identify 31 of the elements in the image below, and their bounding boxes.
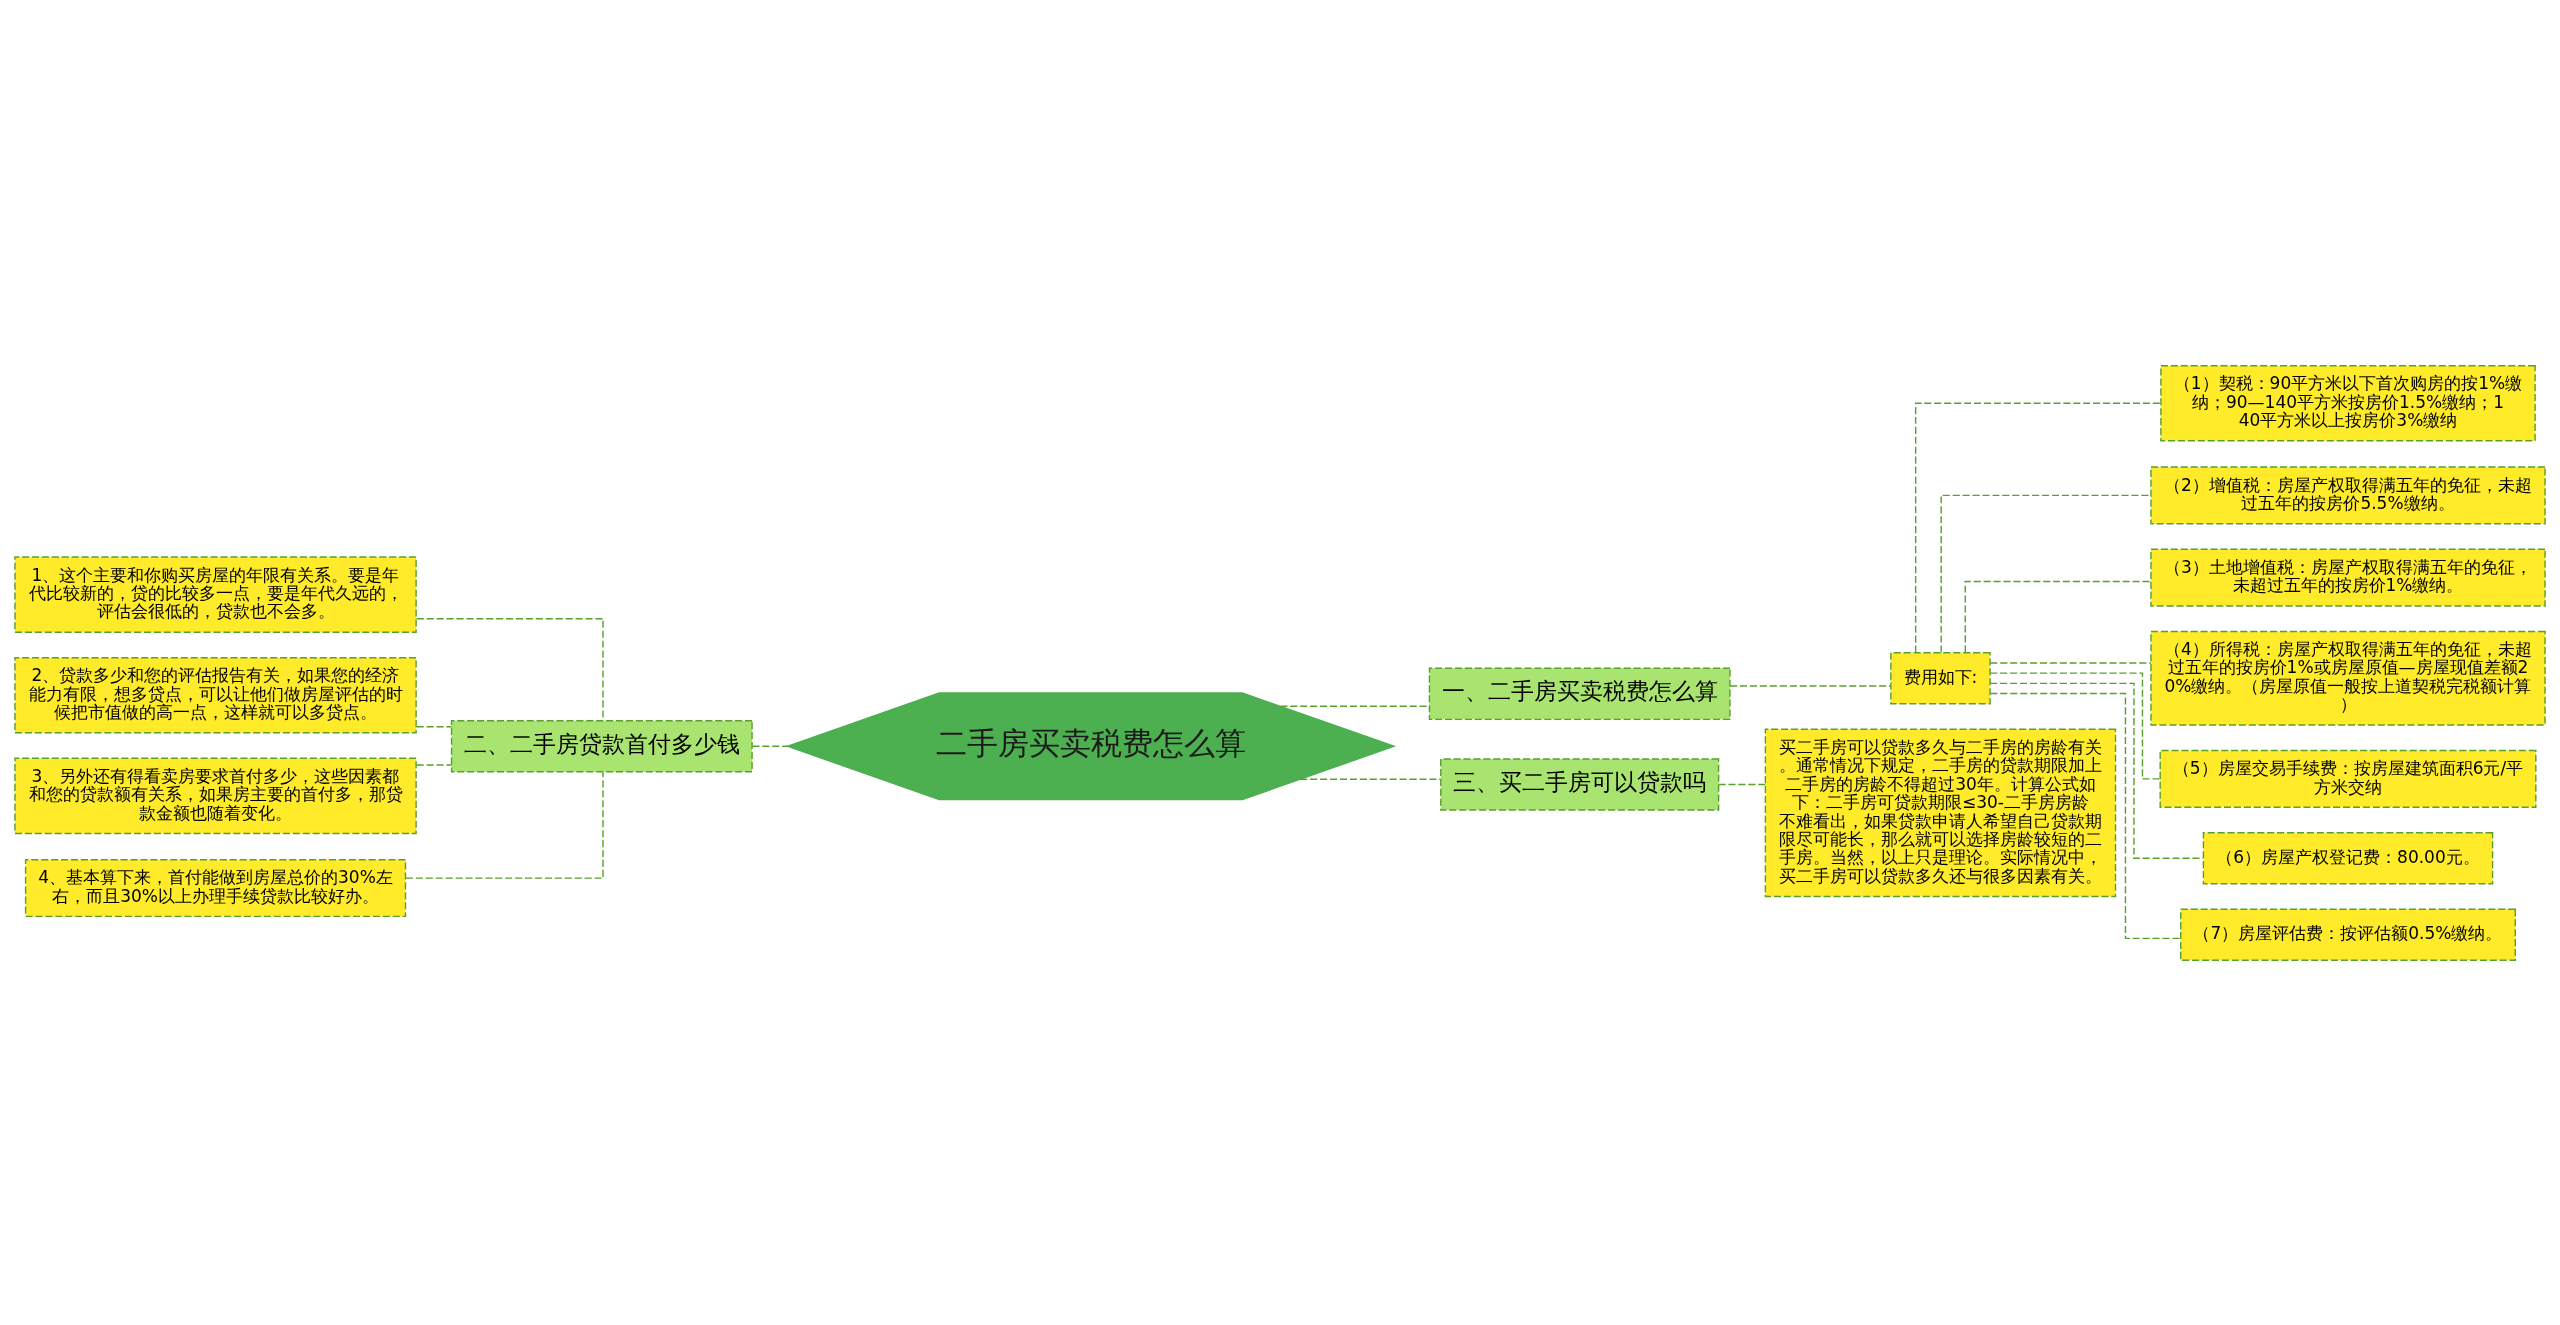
- connector: [1940, 494, 2152, 653]
- connector: [1717, 783, 1766, 785]
- node-box: （4）所得税：房屋产权取得满五年的免征，未超过五年的按房价1%或房屋原值—房屋现值差额20%缴纳。（房屋原值一般按上道契税完税额计算）: [2150, 630, 2546, 726]
- node-box: （3）土地增值税：房屋产权取得满五年的免征，未超过五年的按房价1%缴纳。: [2150, 548, 2546, 607]
- node-box: 二、二手房贷款首付多少钱: [450, 719, 753, 772]
- node-box: （5）房屋交易手续费：按房屋建筑面积6元/平方米交纳: [2159, 749, 2537, 808]
- node-box: 一、二手房买卖税费怎么算: [1428, 667, 1731, 720]
- node-box: 三、买二手房可以贷款吗: [1440, 757, 1720, 811]
- connector: [1279, 705, 1430, 707]
- node-box: （2）增值税：房屋产权取得满五年的免征，未超过五年的按房价5.5%缴纳。: [2150, 465, 2546, 524]
- connector: [1299, 778, 1442, 780]
- node-box: （1）契税：90平方米以下首次购房的按1%缴纳；90—140平方米按房价1.5%缴纳；140平方米以上按房价3%缴纳: [2160, 364, 2536, 441]
- connector: [1989, 682, 2204, 859]
- connector: [1914, 402, 2162, 653]
- connector: [405, 771, 604, 879]
- node-box: 2、贷款多少和您的评估报告有关，如果您的经济能力有限，想多贷点，可以让他们做房屋评估的时候把市值做的高一点，这样就可以多贷点。: [14, 656, 417, 733]
- connector: [751, 745, 789, 747]
- node-box: 1、这个主要和你购买房屋的年限有关系。要是年代比较新的，贷的比较多一点，要是年代久远的，评估会很低的，贷款也不会多。: [14, 555, 417, 633]
- connector: [415, 725, 453, 727]
- connector: [1989, 671, 2161, 780]
- connector: [1729, 684, 1892, 687]
- connector: [1989, 692, 2182, 939]
- connector: [415, 763, 453, 766]
- node-box: （6）房屋产权登记费：80.00元。: [2202, 831, 2494, 884]
- node-box: 3、另外还有得看卖房要求首付多少，这些因素都和您的贷款额有关系，如果房主要的首付多，那贷款金额也随着变化。: [14, 757, 417, 834]
- node-box: 费用如下:: [1890, 651, 1991, 704]
- node-box: 4、基本算下来，首付能做到房屋总价的30%左右，而且30%以上办理手续贷款比较好办。: [24, 858, 407, 917]
- connector: [1964, 580, 2152, 653]
- node-box: 买二手房可以贷款多久与二手房的房龄有关。通常情况下规定，二手房的贷款期限加上二手房的房龄不得超过30年。计算公式如下：二手房可贷款期限≤30-二手房房龄不难看出，如果贷款申请人希望自己贷款期限尽可能长，那么就可以选择房龄较短的二手房。当然，以上只是理论。实际情况中，买二手房可以贷款多久还与很多因素有关。: [1764, 728, 2117, 897]
- connector: [1989, 661, 2152, 664]
- node-box: （7）房屋评估费：按评估额0.5%缴纳。: [2180, 908, 2516, 961]
